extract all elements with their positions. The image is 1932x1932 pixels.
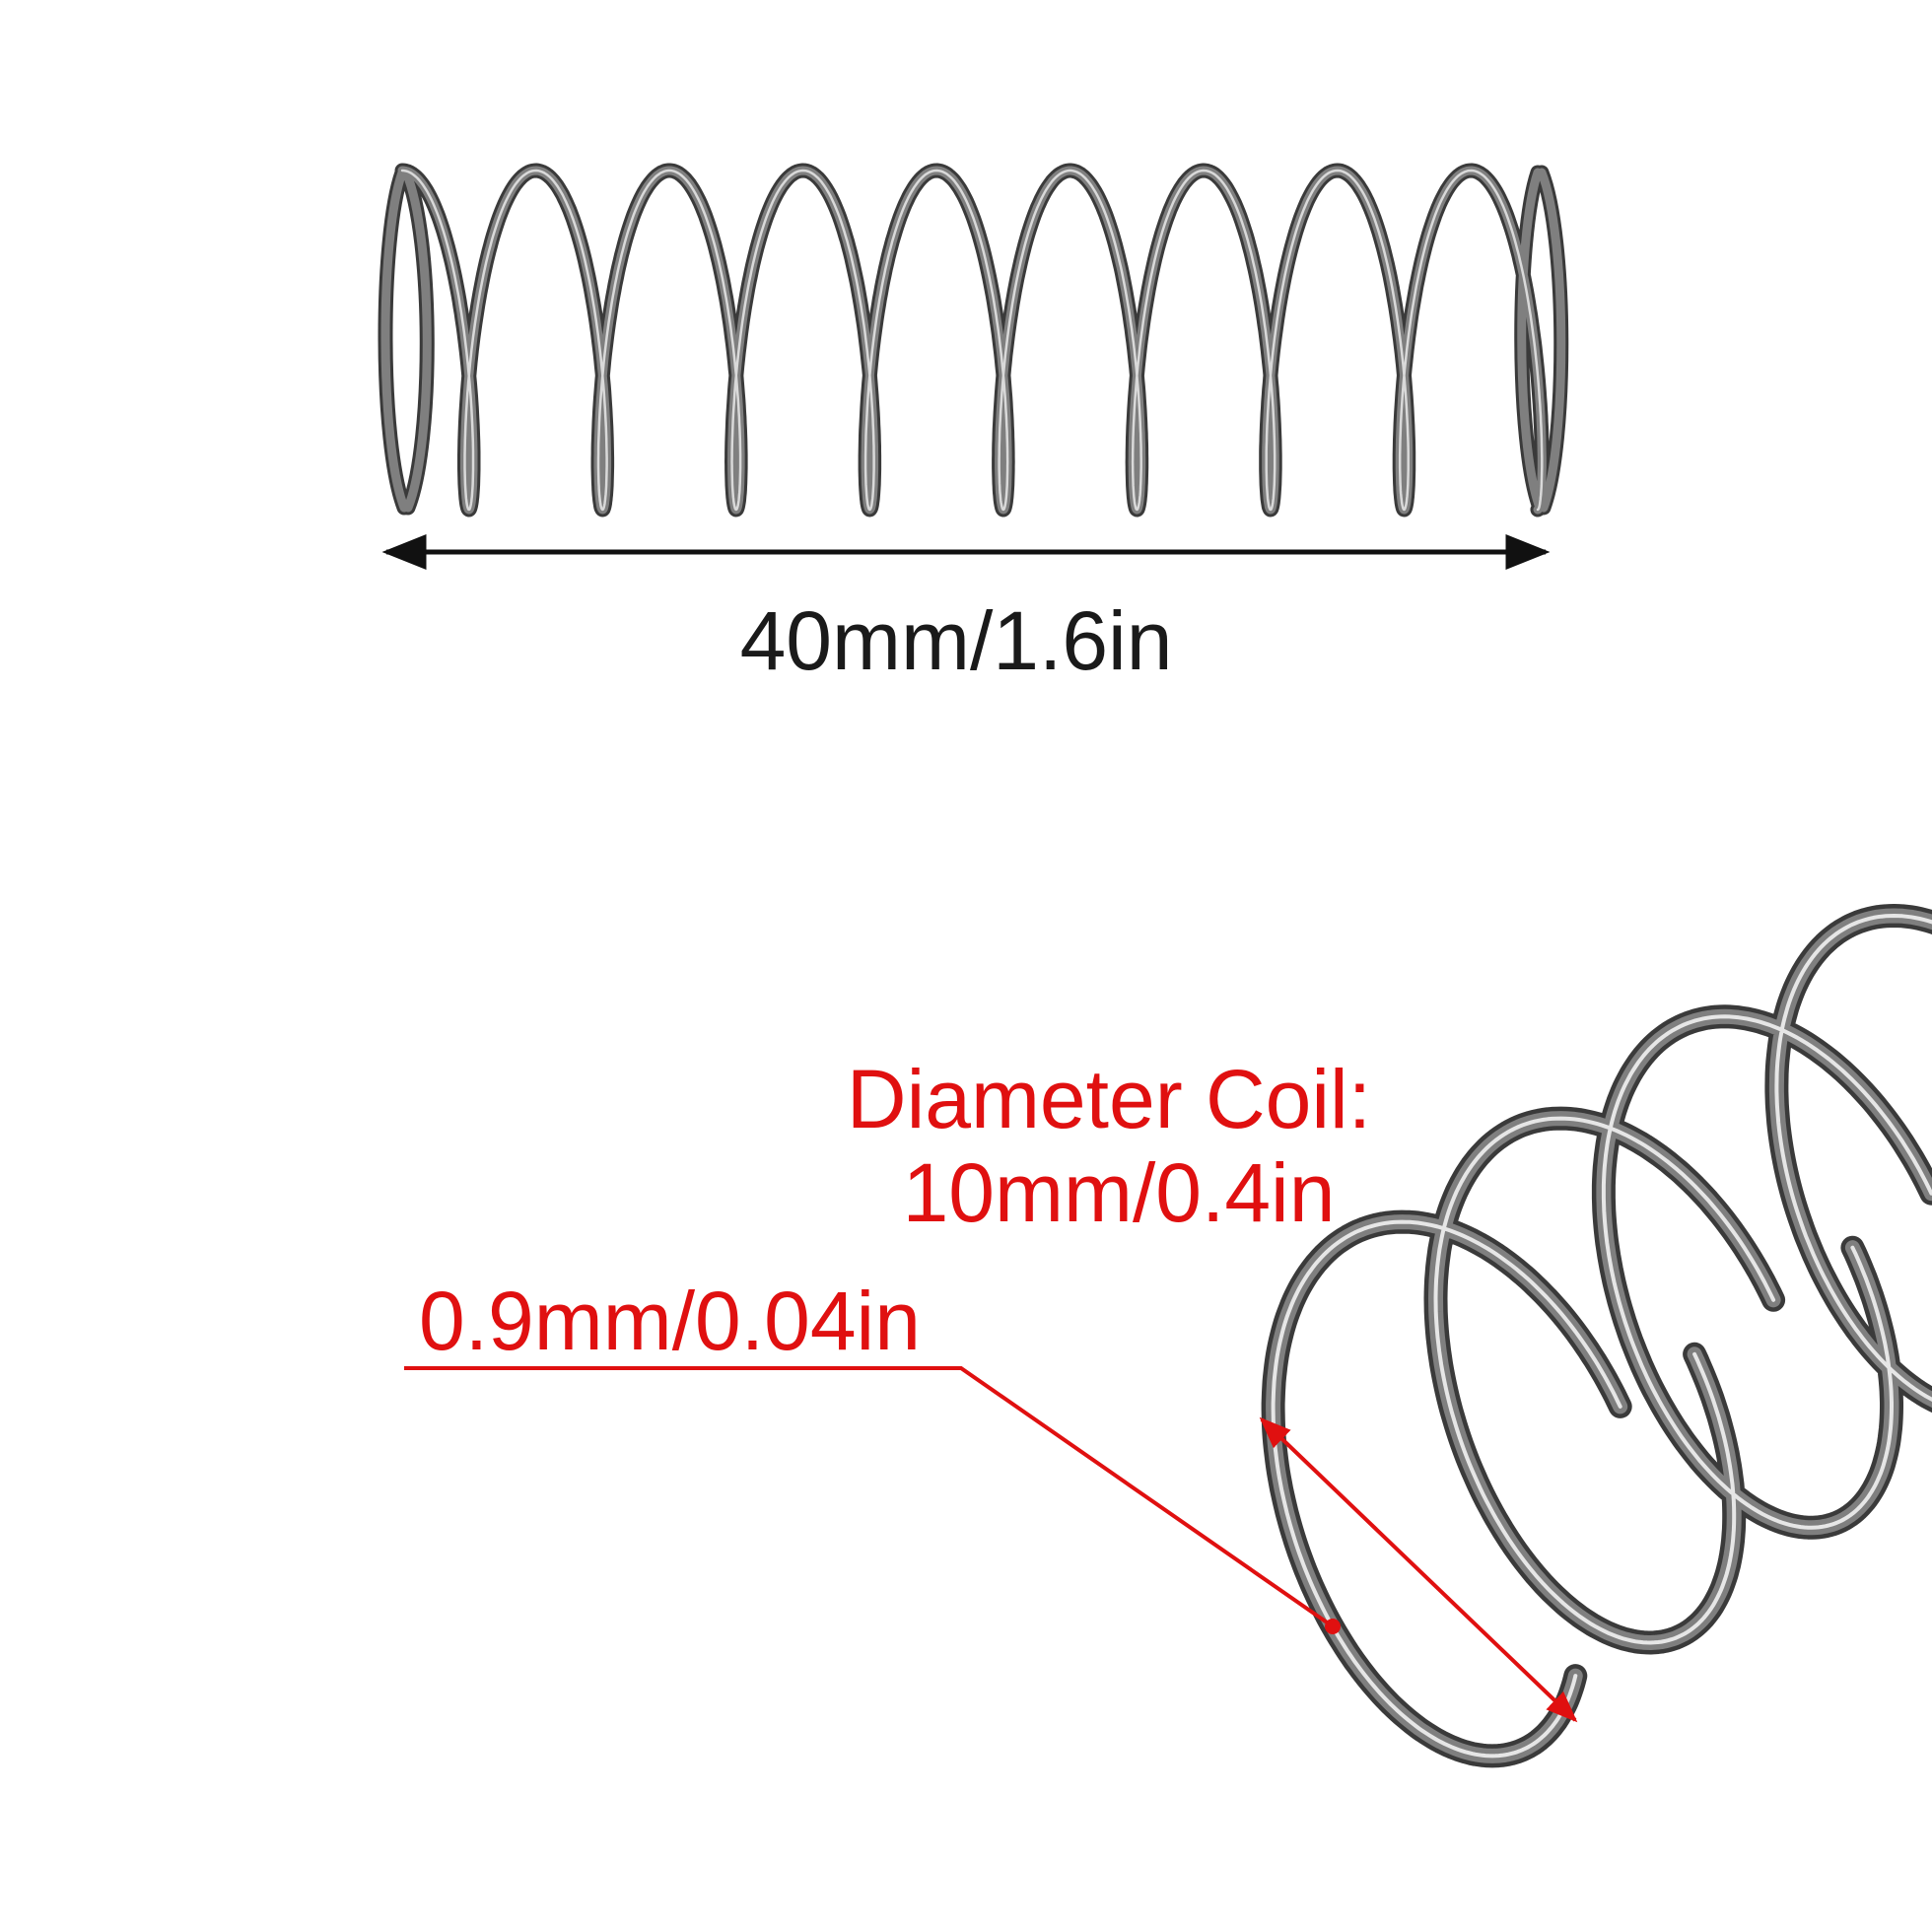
wire-diameter-label: 0.9mm/0.04in [419,1275,921,1367]
length-label: 40mm/1.6in [739,594,1173,687]
spring-side-highlight-path [400,169,1544,512]
wire-diameter-leader-dot [1325,1619,1341,1634]
spring-closeup-highlight [1271,914,1932,1759]
spring-side-view [378,163,1569,518]
spring-side-view-highlight [400,169,1544,512]
coil-diameter-arrow [1259,1416,1578,1723]
wire-diameter-leader-line [404,1366,1335,1628]
spring-closeup-view [1261,904,1932,1768]
spring-closeup-highlight-path [1271,914,1932,1759]
coil-diameter-value: 10mm/0.4in [902,1146,1336,1239]
coil-diameter-label: Diameter Coil: [846,1053,1372,1145]
